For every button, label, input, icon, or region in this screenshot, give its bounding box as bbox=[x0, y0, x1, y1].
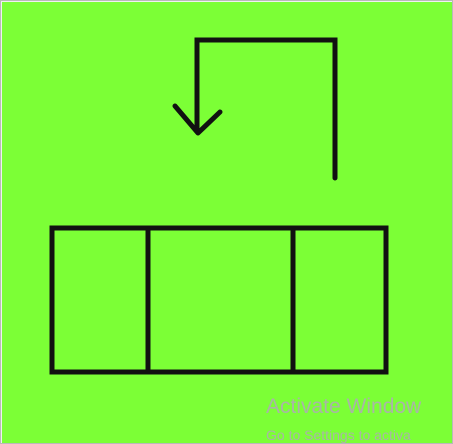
bent-arrow-shaft bbox=[194, 37, 338, 181]
three-cell-rectangle-outline bbox=[49, 225, 389, 375]
bent-arrow-head bbox=[172, 103, 223, 136]
